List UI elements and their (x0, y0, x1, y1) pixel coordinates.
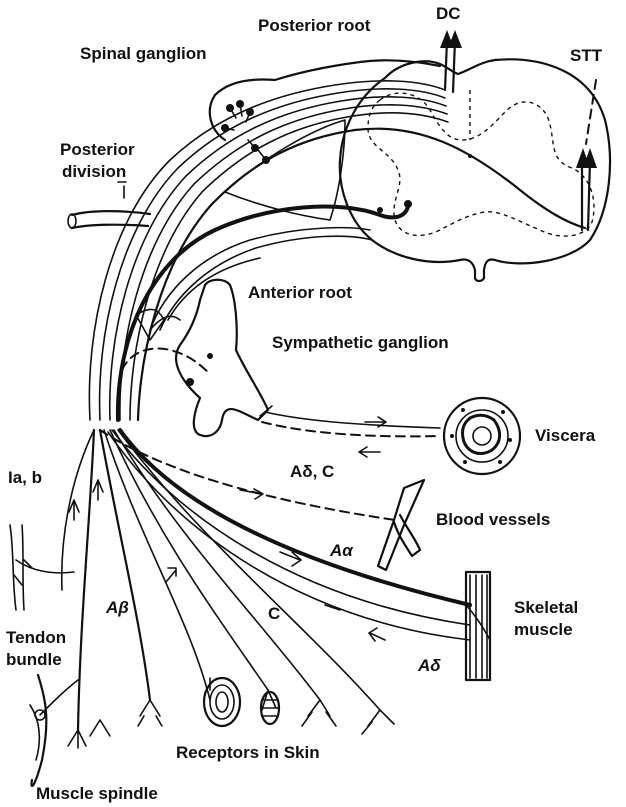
spinal-ganglion-label: Spinal ganglion (80, 44, 207, 64)
skeletal-muscle-fibers (108, 430, 470, 641)
skeletal-muscle-label-2: muscle (514, 620, 573, 640)
blood-vessels-label: Blood vessels (436, 510, 550, 530)
meissner-corpuscle-icon (261, 692, 279, 724)
spinal-ganglion (89, 60, 585, 420)
muscle-spindle-icon (30, 675, 78, 786)
posterior-division (68, 182, 150, 228)
a-delta-c-label: Aδ, C (290, 462, 334, 482)
a-delta-label: Aδ (418, 656, 441, 676)
skeletal-muscle-icon (466, 572, 490, 680)
skin-receptor-endings (68, 690, 394, 748)
pacinian-corpuscle-icon (204, 678, 240, 726)
anterior-root-label: Anterior root (248, 283, 352, 303)
posterior-division-label-2: division (62, 162, 126, 182)
a-alpha-label: Aα (330, 541, 353, 561)
blood-vessel-fibers (100, 430, 395, 520)
dc-label: DC (436, 4, 461, 24)
blood-vessel-icon (378, 480, 424, 570)
receptors-in-skin-label: Receptors in Skin (176, 743, 320, 763)
ia-b-label: Ia, b (8, 468, 42, 488)
muscle-spindle-label: Muscle spindle (36, 784, 158, 804)
viscera-label: Viscera (535, 426, 595, 446)
tendon-bundle-label-1: Tendon (6, 628, 66, 648)
tendon-bundle-label-2: bundle (6, 650, 62, 670)
a-beta-label: Aβ (106, 598, 129, 618)
sympathetic-ganglion-label: Sympathetic ganglion (272, 333, 449, 353)
anterior-root (118, 120, 412, 420)
skeletal-muscle-label-1: Skeletal (514, 598, 578, 618)
dc-tract-arrows (440, 30, 462, 92)
stt-label: STT (570, 46, 602, 66)
spinal-cord (340, 59, 610, 281)
c-fiber-label: C (268, 604, 280, 624)
posterior-division-label-1: Posterior (60, 140, 135, 160)
viscera-icon (444, 398, 520, 474)
posterior-root-label: Posterior root (258, 16, 370, 36)
viscera-fibers (262, 412, 440, 457)
